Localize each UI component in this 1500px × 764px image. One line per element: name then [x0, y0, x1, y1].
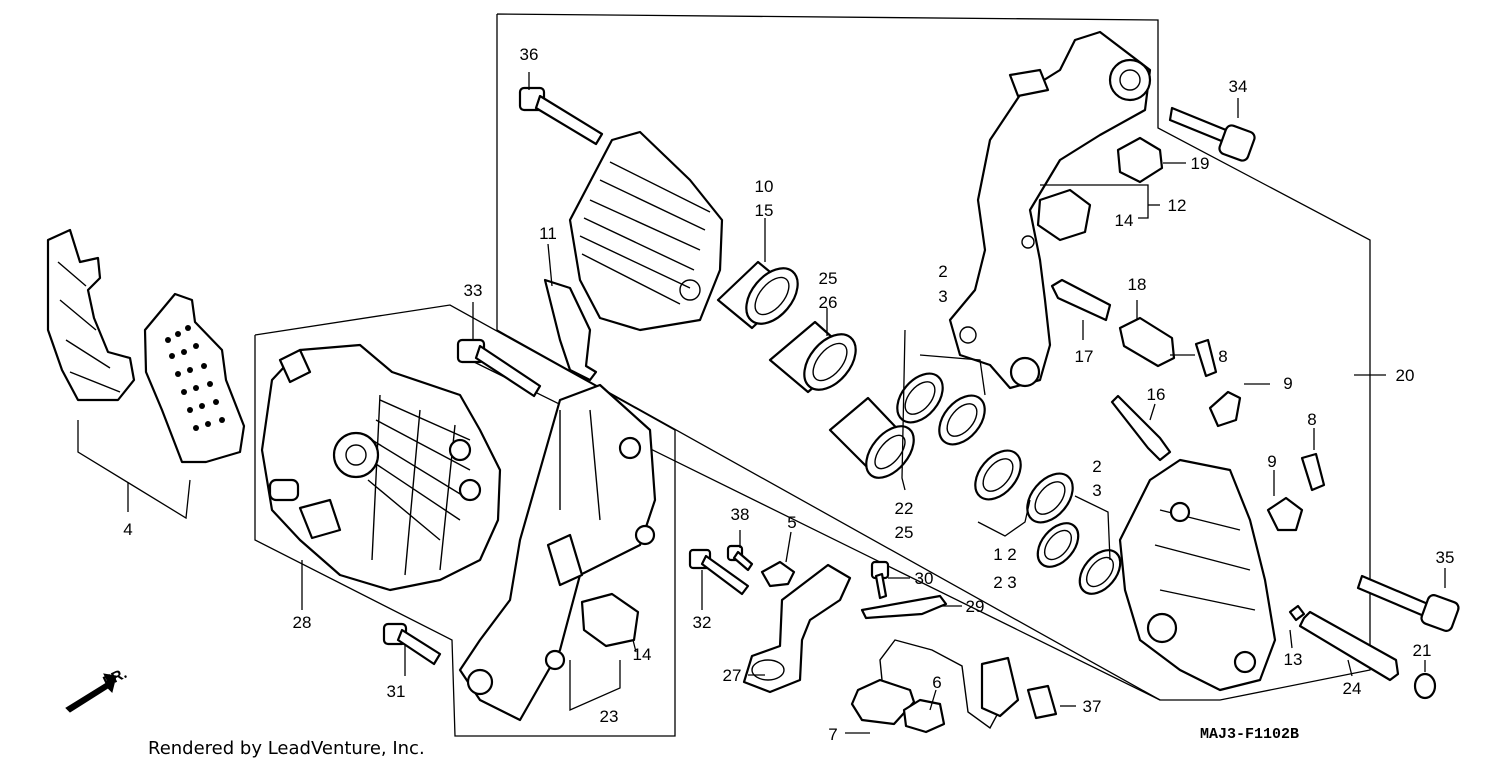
part-label-3: 3 [1007, 573, 1016, 592]
part-label-35: 35 [1436, 548, 1455, 567]
front-direction-arrow [65, 673, 117, 713]
part-label-24: 24 [1343, 679, 1362, 698]
part-label-11: 11 [539, 224, 557, 243]
brake-pad-outer [46, 228, 136, 402]
washer-13 [1288, 604, 1306, 622]
part-label-26: 26 [819, 293, 838, 312]
part-label-14: 14 [1115, 211, 1134, 230]
direction-label: FR. [101, 665, 130, 691]
part-label-12: 12 [1168, 196, 1187, 215]
part-label-30: 30 [915, 569, 934, 588]
part-label-3: 3 [938, 287, 947, 306]
part-label-1: 1 [993, 545, 1002, 564]
part-label-4: 4 [123, 520, 132, 539]
bolt-34 [1168, 106, 1256, 162]
stay-29 [860, 594, 948, 620]
bolt-31 [382, 622, 442, 666]
bolt-38 [726, 544, 754, 572]
part-label-14: 14 [633, 645, 652, 664]
part-label-2: 2 [993, 573, 1002, 592]
bolt-32 [688, 548, 750, 596]
bolt-35 [1356, 574, 1460, 632]
slide-pin-16 [1110, 394, 1172, 462]
part-label-34: 34 [1229, 77, 1248, 96]
assembly-frame-upper [496, 13, 1371, 701]
part-label-29: 29 [966, 597, 985, 616]
bleeder-valve-lower [1300, 452, 1326, 492]
leader-lines [77, 72, 1446, 734]
assembly-frame-lower [254, 304, 676, 737]
nut-21 [1413, 672, 1437, 700]
part-label-33: 33 [464, 281, 483, 300]
part-label-17: 17 [1075, 347, 1094, 366]
part-label-27: 27 [723, 666, 742, 685]
bleeder-cap [1116, 136, 1164, 184]
part-label-7: 7 [828, 725, 837, 744]
part-label-22: 22 [895, 499, 914, 518]
part-label-38: 38 [731, 505, 750, 524]
part-label-9: 9 [1267, 452, 1276, 471]
bolt-30 [870, 560, 890, 600]
part-label-13: 13 [1284, 650, 1303, 669]
clamp-5 [760, 560, 796, 588]
pin-boot-18 [1118, 316, 1176, 368]
bleeder-valve-upper [1194, 338, 1218, 378]
part-label-2: 2 [938, 262, 947, 281]
part-label-10: 10 [755, 177, 774, 196]
part-label-18: 18 [1128, 275, 1147, 294]
part-label-36: 36 [520, 45, 539, 64]
pad-spring [543, 278, 598, 382]
part-label-37: 37 [1083, 697, 1102, 716]
bolt-36 [518, 86, 604, 146]
piston-25-26 [768, 320, 857, 394]
part-label-20: 20 [1396, 366, 1415, 385]
bolt-33 [456, 338, 542, 398]
part-label-32: 32 [693, 613, 712, 632]
part-label-8: 8 [1307, 410, 1316, 429]
pad-retainer-clip-lower [580, 592, 640, 648]
part-label-9: 9 [1283, 374, 1292, 393]
diagram-code: MAJ3-F1102B [1200, 726, 1299, 743]
render-credit: Rendered by LeadVenture, Inc. [148, 738, 425, 759]
pin-24 [1298, 610, 1400, 682]
part-label-5: 5 [787, 513, 796, 532]
slide-pin-17 [1050, 278, 1112, 322]
sensor-bracket-27 [742, 563, 852, 694]
part-label-2: 2 [1092, 457, 1101, 476]
part-label-19: 19 [1191, 154, 1210, 173]
part-label-6: 6 [932, 673, 941, 692]
part-label-31: 31 [387, 682, 406, 701]
part-label-8: 8 [1218, 347, 1227, 366]
banjo-fitting-lower [1266, 496, 1304, 532]
banjo-fitting-upper [1208, 390, 1242, 428]
part-label-15: 15 [755, 201, 774, 220]
part-label-3: 3 [1092, 481, 1101, 500]
clip-37 [1026, 684, 1058, 720]
part-label-25: 25 [895, 523, 914, 542]
part-label-21: 21 [1413, 641, 1432, 660]
part-label-23: 23 [600, 707, 619, 726]
part-label-16: 16 [1147, 385, 1166, 404]
part-label-25: 25 [819, 269, 838, 288]
pad-shim-holes [165, 325, 225, 431]
sensor-cable [879, 639, 1006, 730]
piston-seals [896, 372, 1122, 595]
caliper-body-upper [568, 130, 724, 332]
part-labels: 1 2 2 3 2 3 2 3 4 5 6 7 8 8 9 9 10 15 11… [123, 45, 1454, 744]
brake-pad-inner [143, 292, 246, 464]
part-label-28: 28 [293, 613, 312, 632]
pad-retainer-clip-upper [1036, 188, 1092, 242]
grommet-6 [902, 698, 946, 734]
connector-37 [980, 656, 1020, 718]
piston-10-15 [716, 260, 799, 330]
part-label-2: 2 [1007, 545, 1016, 564]
